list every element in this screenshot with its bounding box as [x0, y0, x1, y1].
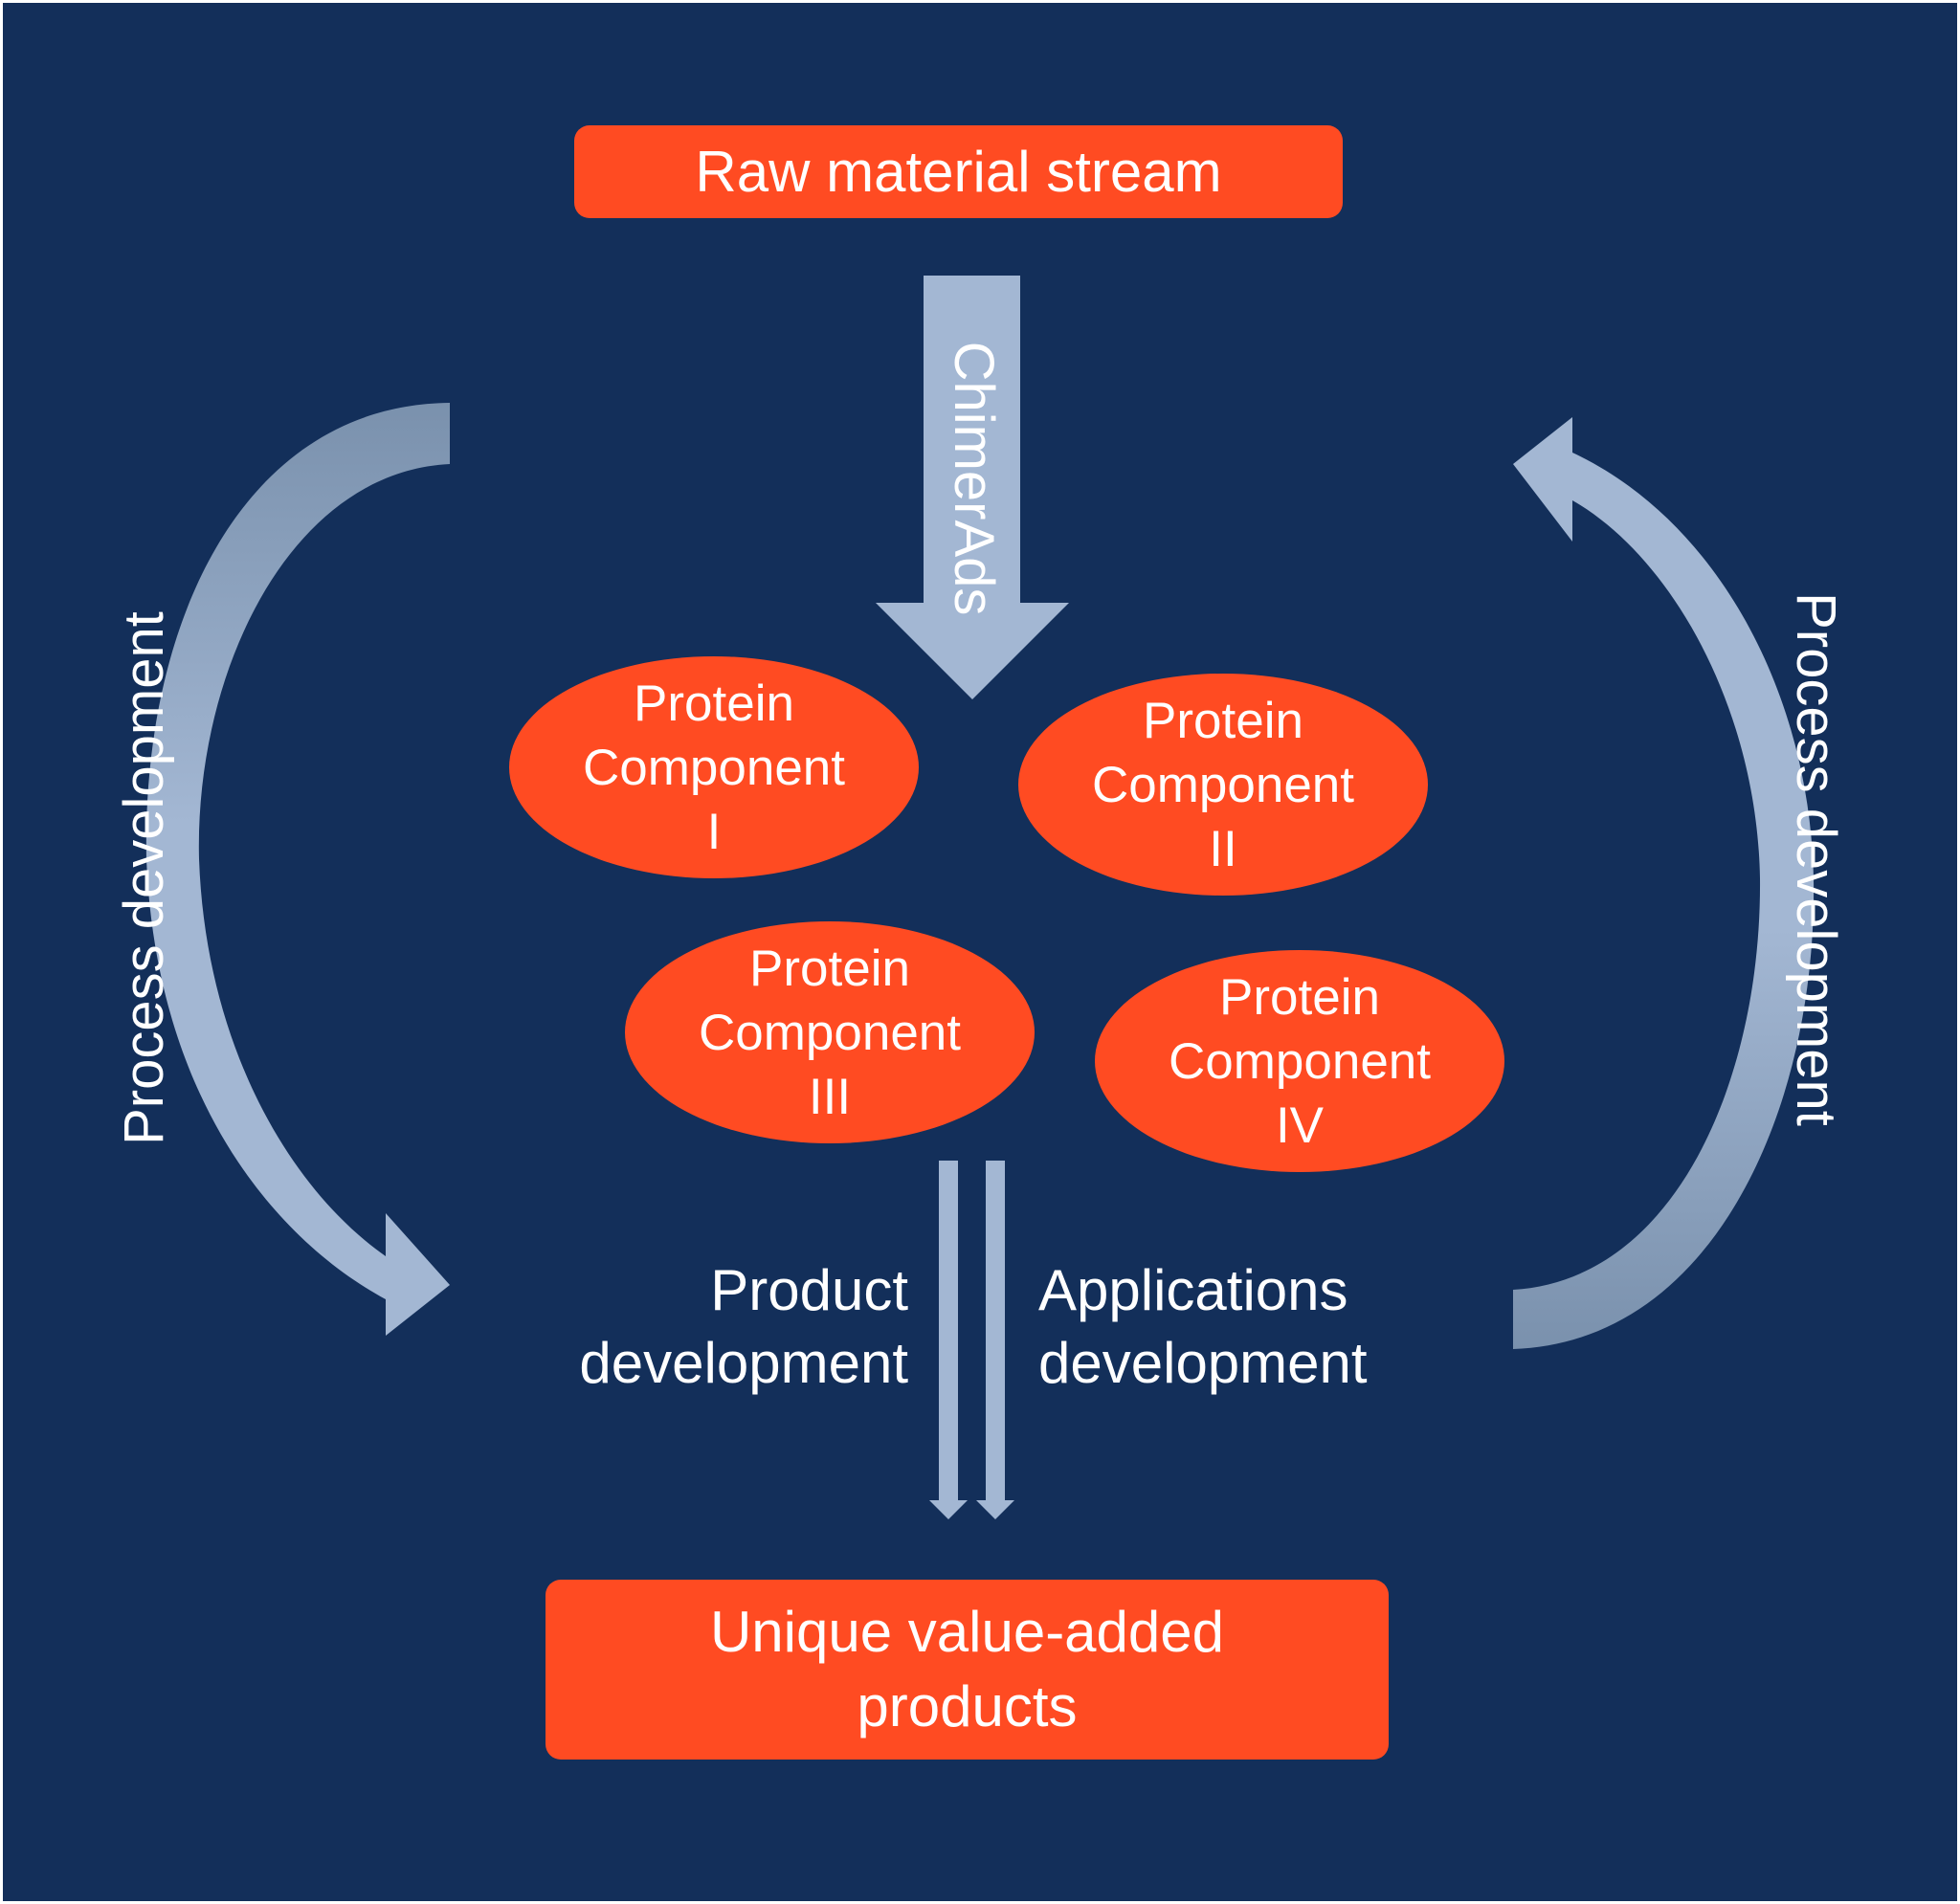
component-line2: Component [582, 739, 845, 796]
protein-component-1: Protein Component I [509, 656, 919, 878]
left-process-development-label: Process development [113, 611, 175, 1145]
right-curved-arrow [1513, 417, 1815, 1349]
protein-component-2: Protein Component II [1018, 674, 1428, 896]
diagram-arrows [145, 276, 1815, 1519]
bottom-box-line1: Unique value-added [709, 1600, 1225, 1664]
protein-component-3: Protein Component III [625, 921, 1035, 1143]
right-process-development-label: Process development [1785, 592, 1847, 1126]
component-line1: Protein [1219, 968, 1380, 1026]
applications-down-arrow [976, 1161, 1014, 1519]
unique-value-added-products-box: Unique value-added products [546, 1580, 1389, 1760]
component-line2: Component [1091, 756, 1354, 813]
product-down-arrow [929, 1161, 968, 1519]
component-line2: Component [1168, 1032, 1431, 1090]
component-line1: Protein [749, 940, 910, 997]
raw-material-stream-box: Raw material stream [574, 125, 1343, 218]
component-numeral: IV [1275, 1096, 1325, 1154]
product-development-line1: Product [710, 1258, 908, 1322]
protein-component-4: Protein Component IV [1095, 950, 1504, 1172]
component-numeral: III [808, 1068, 852, 1125]
component-line1: Protein [634, 675, 794, 732]
applications-development-line2: development [1038, 1331, 1368, 1395]
raw-material-stream-label: Raw material stream [695, 139, 1222, 204]
component-line1: Protein [1143, 692, 1303, 749]
left-curved-arrow [145, 403, 450, 1336]
diagram-canvas: Raw material stream ChimerAds Protein Co… [3, 3, 1957, 1901]
component-line2: Component [698, 1004, 961, 1061]
product-development-label: Product development [453, 1254, 908, 1400]
down-arrow [876, 276, 1069, 699]
applications-development-label: Applications development [1038, 1254, 1479, 1400]
applications-development-line1: Applications [1038, 1258, 1348, 1322]
bottom-box-line2: products [857, 1674, 1078, 1738]
chimerads-label: ChimerAds [943, 341, 1005, 616]
component-numeral: II [1209, 820, 1237, 877]
product-development-line2: development [579, 1331, 908, 1395]
component-numeral: I [706, 803, 722, 860]
